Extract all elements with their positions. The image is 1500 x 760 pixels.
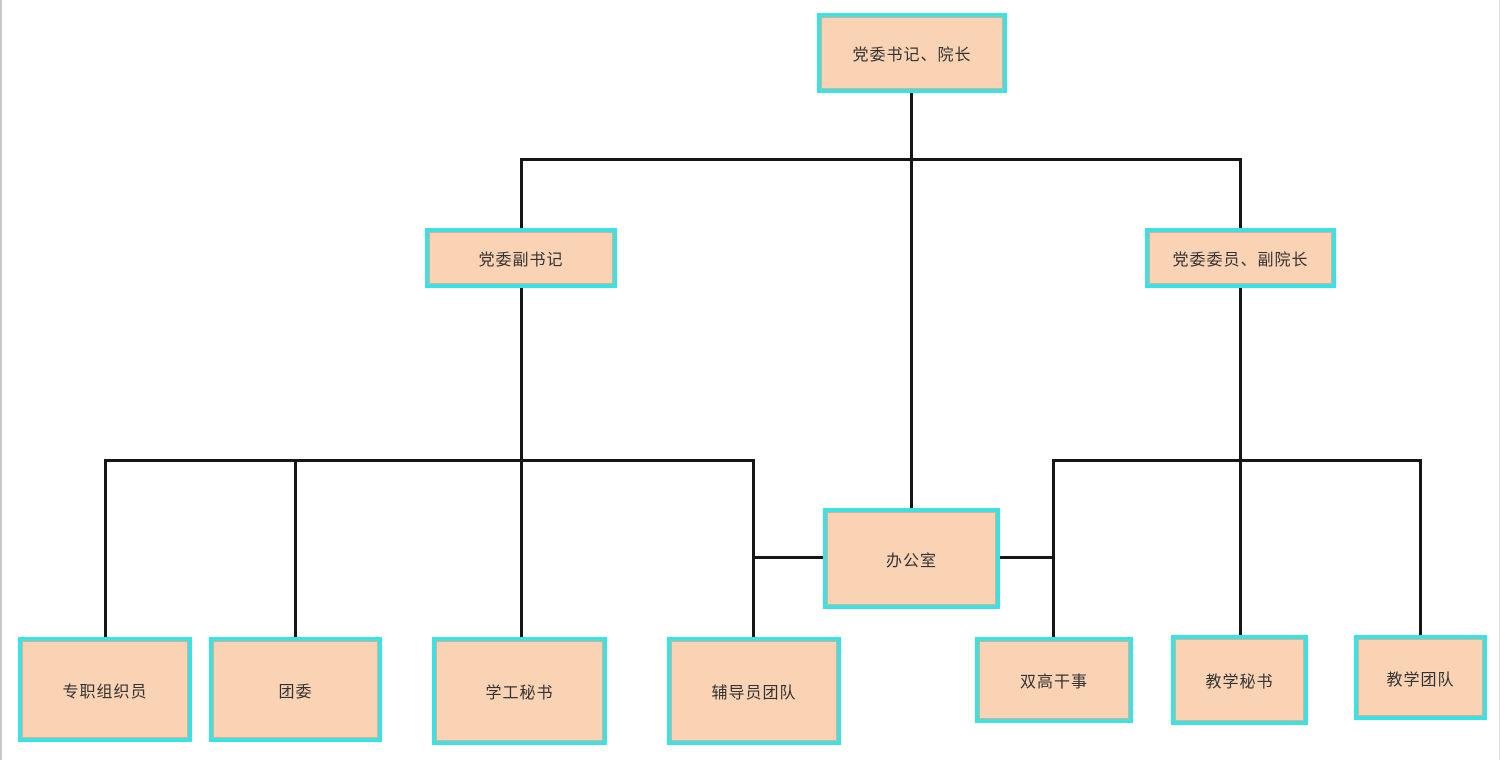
org-node-label: 党委书记、院长 — [852, 45, 972, 64]
connector-office-left-stub — [752, 556, 823, 559]
org-node-student-affairs-secretary[interactable]: 学工秘书 — [432, 637, 607, 745]
connector-to-counselor-team — [752, 459, 755, 637]
org-node-teaching-team[interactable]: 教学团队 — [1354, 635, 1487, 720]
connector-root-to-office — [910, 93, 913, 508]
org-node-label: 双高干事 — [1019, 672, 1088, 691]
connector-to-teaching-secretary — [1239, 459, 1242, 635]
org-node-label: 办公室 — [885, 550, 937, 570]
connector-deputy-secretary-down — [520, 288, 523, 460]
connector-left-branch-horizontal — [104, 459, 755, 462]
connector-office-right-stub — [1000, 556, 1055, 559]
org-node-shuanggao-clerk[interactable]: 双高干事 — [975, 637, 1133, 723]
org-node-label: 教学秘书 — [1205, 672, 1274, 691]
org-node-label: 党委副书记 — [478, 250, 564, 269]
org-node-youth-league[interactable]: 团委 — [209, 637, 382, 742]
connector-to-teaching-team — [1419, 459, 1422, 635]
org-node-party-secretary-dean[interactable]: 党委书记、院长 — [817, 13, 1007, 93]
connector-committee-vice-dean-down — [1239, 288, 1242, 460]
connector-to-committee-vice-dean — [1239, 158, 1242, 228]
org-node-label: 专职组织员 — [62, 681, 148, 701]
org-node-label: 辅导员团队 — [711, 683, 797, 702]
connector-right-branch-horizontal — [1052, 459, 1422, 462]
org-node-counselor-team[interactable]: 辅导员团队 — [667, 637, 841, 745]
connector-to-organizer — [104, 459, 107, 637]
org-node-full-time-organizer[interactable]: 专职组织员 — [18, 637, 192, 742]
connector-to-deputy-secretary — [520, 158, 523, 228]
connector-level2-horizontal — [520, 158, 1242, 161]
org-node-label: 党委委员、副院长 — [1172, 250, 1309, 269]
connector-to-shuanggao-clerk — [1052, 459, 1055, 637]
connector-to-youth-league — [294, 459, 297, 637]
org-node-label: 团委 — [278, 681, 313, 701]
connector-to-student-affairs-secretary — [520, 459, 523, 637]
org-node-office[interactable]: 办公室 — [823, 508, 1000, 609]
org-node-label: 学工秘书 — [485, 683, 554, 702]
org-node-teaching-secretary[interactable]: 教学秘书 — [1171, 635, 1308, 725]
org-node-committee-member-vice-dean[interactable]: 党委委员、副院长 — [1145, 228, 1336, 288]
org-node-deputy-party-secretary[interactable]: 党委副书记 — [425, 228, 617, 288]
org-node-label: 教学团队 — [1386, 669, 1455, 689]
